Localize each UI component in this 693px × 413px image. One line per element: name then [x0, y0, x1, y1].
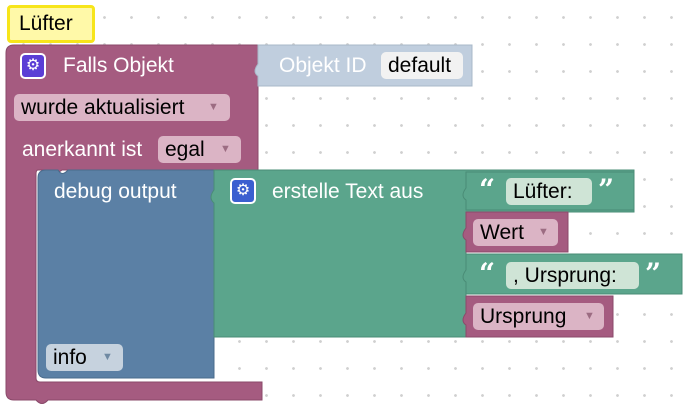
ursprung-value: Ursprung	[480, 305, 567, 328]
quote-open-icon: “	[479, 257, 496, 290]
caret-down-icon: ▼	[220, 143, 231, 155]
ursprung-dropdown[interactable]: Ursprung ▼	[473, 303, 604, 330]
gear-icon[interactable]: ⚙	[230, 178, 256, 204]
text-item-3-value: , Ursprung:	[513, 264, 617, 287]
ack-value: egal	[165, 138, 205, 161]
caret-down-icon: ▼	[208, 101, 219, 113]
debug-level-dropdown[interactable]: info ▼	[46, 344, 123, 371]
gear-icon[interactable]: ⚙	[20, 53, 46, 79]
caret-down-icon: ▼	[102, 351, 113, 363]
quote-close-icon: ”	[598, 173, 615, 206]
wert-value: Wert	[480, 221, 524, 244]
object-id-field[interactable]: default	[381, 52, 463, 79]
caret-down-icon: ▼	[538, 226, 549, 238]
text-join-label: erstelle Text aus	[272, 180, 424, 203]
caret-down-icon: ▼	[584, 310, 595, 322]
comment-text: Lüfter	[19, 12, 73, 35]
update-mode-dropdown[interactable]: wurde aktualisiert ▼	[14, 94, 230, 121]
quote-open-icon: “	[479, 173, 496, 206]
text-input-ursprung[interactable]: , Ursprung:	[506, 262, 639, 289]
debug-level-value: info	[53, 346, 87, 369]
debug-block-shape[interactable]	[37, 169, 215, 379]
ack-dropdown[interactable]: egal ▼	[158, 136, 241, 163]
quote-close-icon: ”	[645, 257, 662, 290]
trigger-header-label: Falls Objekt	[63, 54, 174, 77]
text-input-luefter[interactable]: Lüfter:	[506, 178, 592, 205]
ack-label: anerkannt ist	[22, 138, 143, 161]
update-mode-value: wurde aktualisiert	[21, 96, 185, 119]
object-id-value: default	[388, 54, 452, 77]
text-item-1-value: Lüfter:	[513, 180, 573, 203]
comment-bubble[interactable]: Lüfter	[7, 5, 95, 43]
object-id-label: Objekt ID	[279, 54, 367, 77]
wert-dropdown[interactable]: Wert ▼	[473, 219, 558, 246]
debug-output-label: debug output	[54, 180, 177, 203]
